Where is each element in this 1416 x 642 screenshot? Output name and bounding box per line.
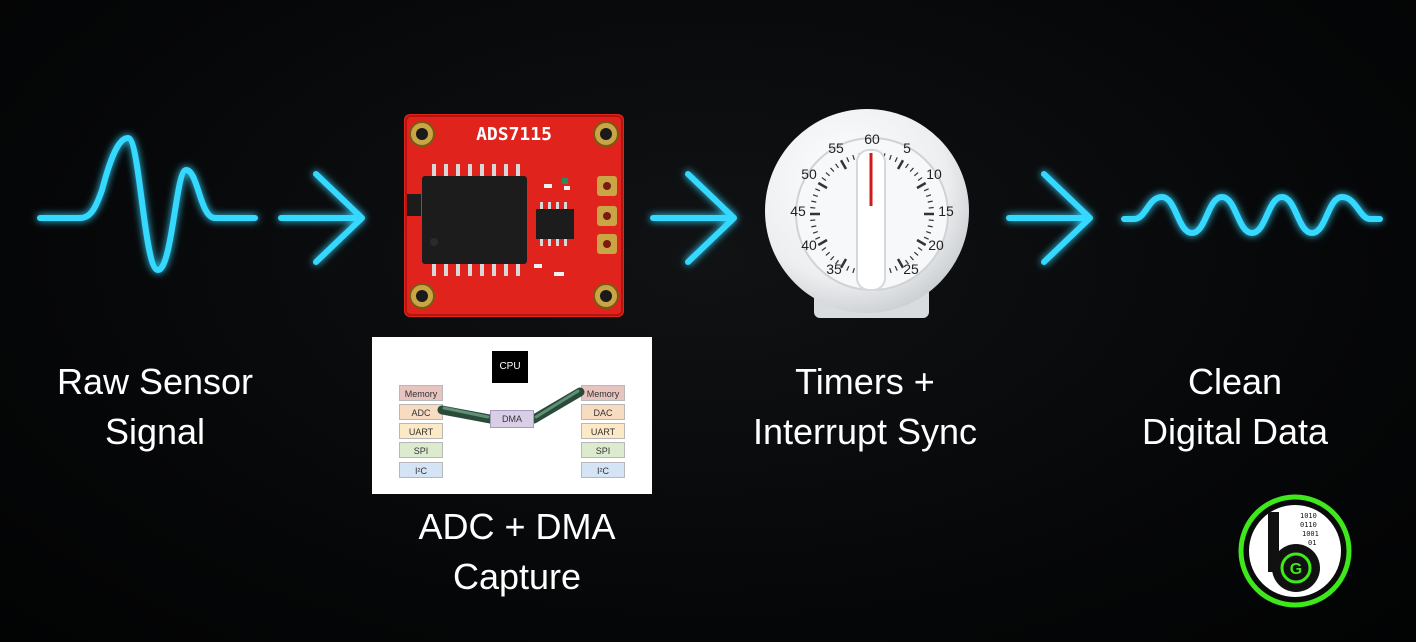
timer-tick <box>810 219 816 222</box>
timer-tick <box>817 181 828 190</box>
dma-block: DMA <box>490 410 534 428</box>
timer-tick <box>889 154 892 160</box>
right-register-spi: SPI <box>581 442 625 458</box>
timer-tick <box>810 206 816 209</box>
step-label-raw-sensor: Raw Sensor Signal <box>56 361 254 452</box>
timer-tick <box>846 157 850 163</box>
timer-tick <box>928 219 934 222</box>
dial-35: 35 <box>826 261 842 277</box>
dma-diagram: CPU Memory ADC UART SPI I²C Memory DAC U… <box>372 337 652 494</box>
timer-tick <box>815 236 821 240</box>
dial-15: 15 <box>938 203 954 219</box>
svg-text:G: G <box>1290 561 1302 578</box>
timer-tick <box>830 255 835 261</box>
timer-tick <box>821 177 827 181</box>
timer-tick <box>923 236 929 240</box>
timer-tick <box>913 251 919 256</box>
svg-text:01: 01 <box>1308 539 1316 547</box>
clean-sine-wave-icon <box>1121 193 1383 237</box>
right-arrow-icon <box>650 171 737 265</box>
dial-40: 40 <box>801 237 817 253</box>
cpu-block: CPU <box>492 351 528 383</box>
timer-tick <box>928 206 934 209</box>
left-register-uart: UART <box>399 423 443 439</box>
timer-tick <box>913 172 919 177</box>
dial-10: 10 <box>926 166 942 182</box>
timer-tick <box>894 265 898 271</box>
timer-tick <box>830 167 835 173</box>
svg-text:1001: 1001 <box>1302 530 1319 538</box>
timer-tick <box>846 265 850 271</box>
dial-45: 45 <box>790 203 806 219</box>
timer-tick <box>817 238 828 247</box>
step-label-timers: Timers + Interrupt Sync <box>752 361 978 452</box>
timer-tick <box>852 154 855 160</box>
timer-tick <box>896 258 905 269</box>
step-label-adc-dma: ADC + DMA Capture <box>418 506 616 597</box>
timer-tick <box>905 259 909 265</box>
dial-50: 50 <box>801 166 817 182</box>
timer-tick <box>927 225 933 228</box>
dial-5: 5 <box>903 140 911 156</box>
timer-tick <box>811 225 817 228</box>
right-register-uart: UART <box>581 423 625 439</box>
step-label-clean-data: Clean Digital Data <box>1141 361 1329 452</box>
timer-tick <box>894 157 898 163</box>
timer-tick <box>926 194 932 197</box>
right-register-memory: Memory <box>581 385 625 401</box>
chip-label: ADS7115 <box>476 124 552 145</box>
right-register-i2c: I²C <box>581 462 625 478</box>
right-arrow-icon <box>1006 171 1093 265</box>
left-register-adc: ADC <box>399 404 443 420</box>
timer-tick <box>815 188 821 192</box>
timer-tick <box>917 177 923 181</box>
left-register-i2c: I²C <box>399 462 443 478</box>
timer-tick <box>909 167 914 173</box>
timer-tick <box>812 194 818 197</box>
svg-text:1010: 1010 <box>1300 512 1317 520</box>
raw-signal-wave-icon <box>37 134 258 274</box>
dial-55: 55 <box>828 140 844 156</box>
timer-tick <box>916 238 927 247</box>
timer-tick <box>812 231 818 234</box>
timer-tick <box>821 247 827 251</box>
left-register-memory: Memory <box>399 385 443 401</box>
timer-tick <box>905 163 909 169</box>
timer-tick <box>852 268 855 274</box>
timer-tick <box>916 181 927 190</box>
dial-25: 25 <box>903 261 919 277</box>
right-register-dac: DAC <box>581 404 625 420</box>
timer-tick <box>926 231 932 234</box>
timer-tick <box>923 188 929 192</box>
timer-tick <box>835 163 839 169</box>
timer-tick <box>811 200 817 203</box>
dial-60: 60 <box>864 131 880 147</box>
right-arrow-icon <box>278 171 365 265</box>
left-register-spi: SPI <box>399 442 443 458</box>
timer-tick <box>839 258 848 269</box>
timer-tick <box>835 259 839 265</box>
timer-tick <box>825 172 831 177</box>
kitchen-timer-icon: 60 5 10 15 20 25 35 40 45 50 55 <box>765 109 969 318</box>
timer-tick <box>839 159 848 170</box>
timer-tick <box>927 200 933 203</box>
timer-tick <box>825 251 831 256</box>
adc-chip-board: ADS7115 <box>404 114 624 317</box>
timer-tick <box>917 247 923 251</box>
svg-text:0110: 0110 <box>1300 521 1317 529</box>
dma-bus-cables <box>437 387 585 424</box>
dial-20: 20 <box>928 237 944 253</box>
timer-tick <box>909 255 914 261</box>
timer-tick <box>896 159 905 170</box>
timer-tick <box>889 268 892 274</box>
